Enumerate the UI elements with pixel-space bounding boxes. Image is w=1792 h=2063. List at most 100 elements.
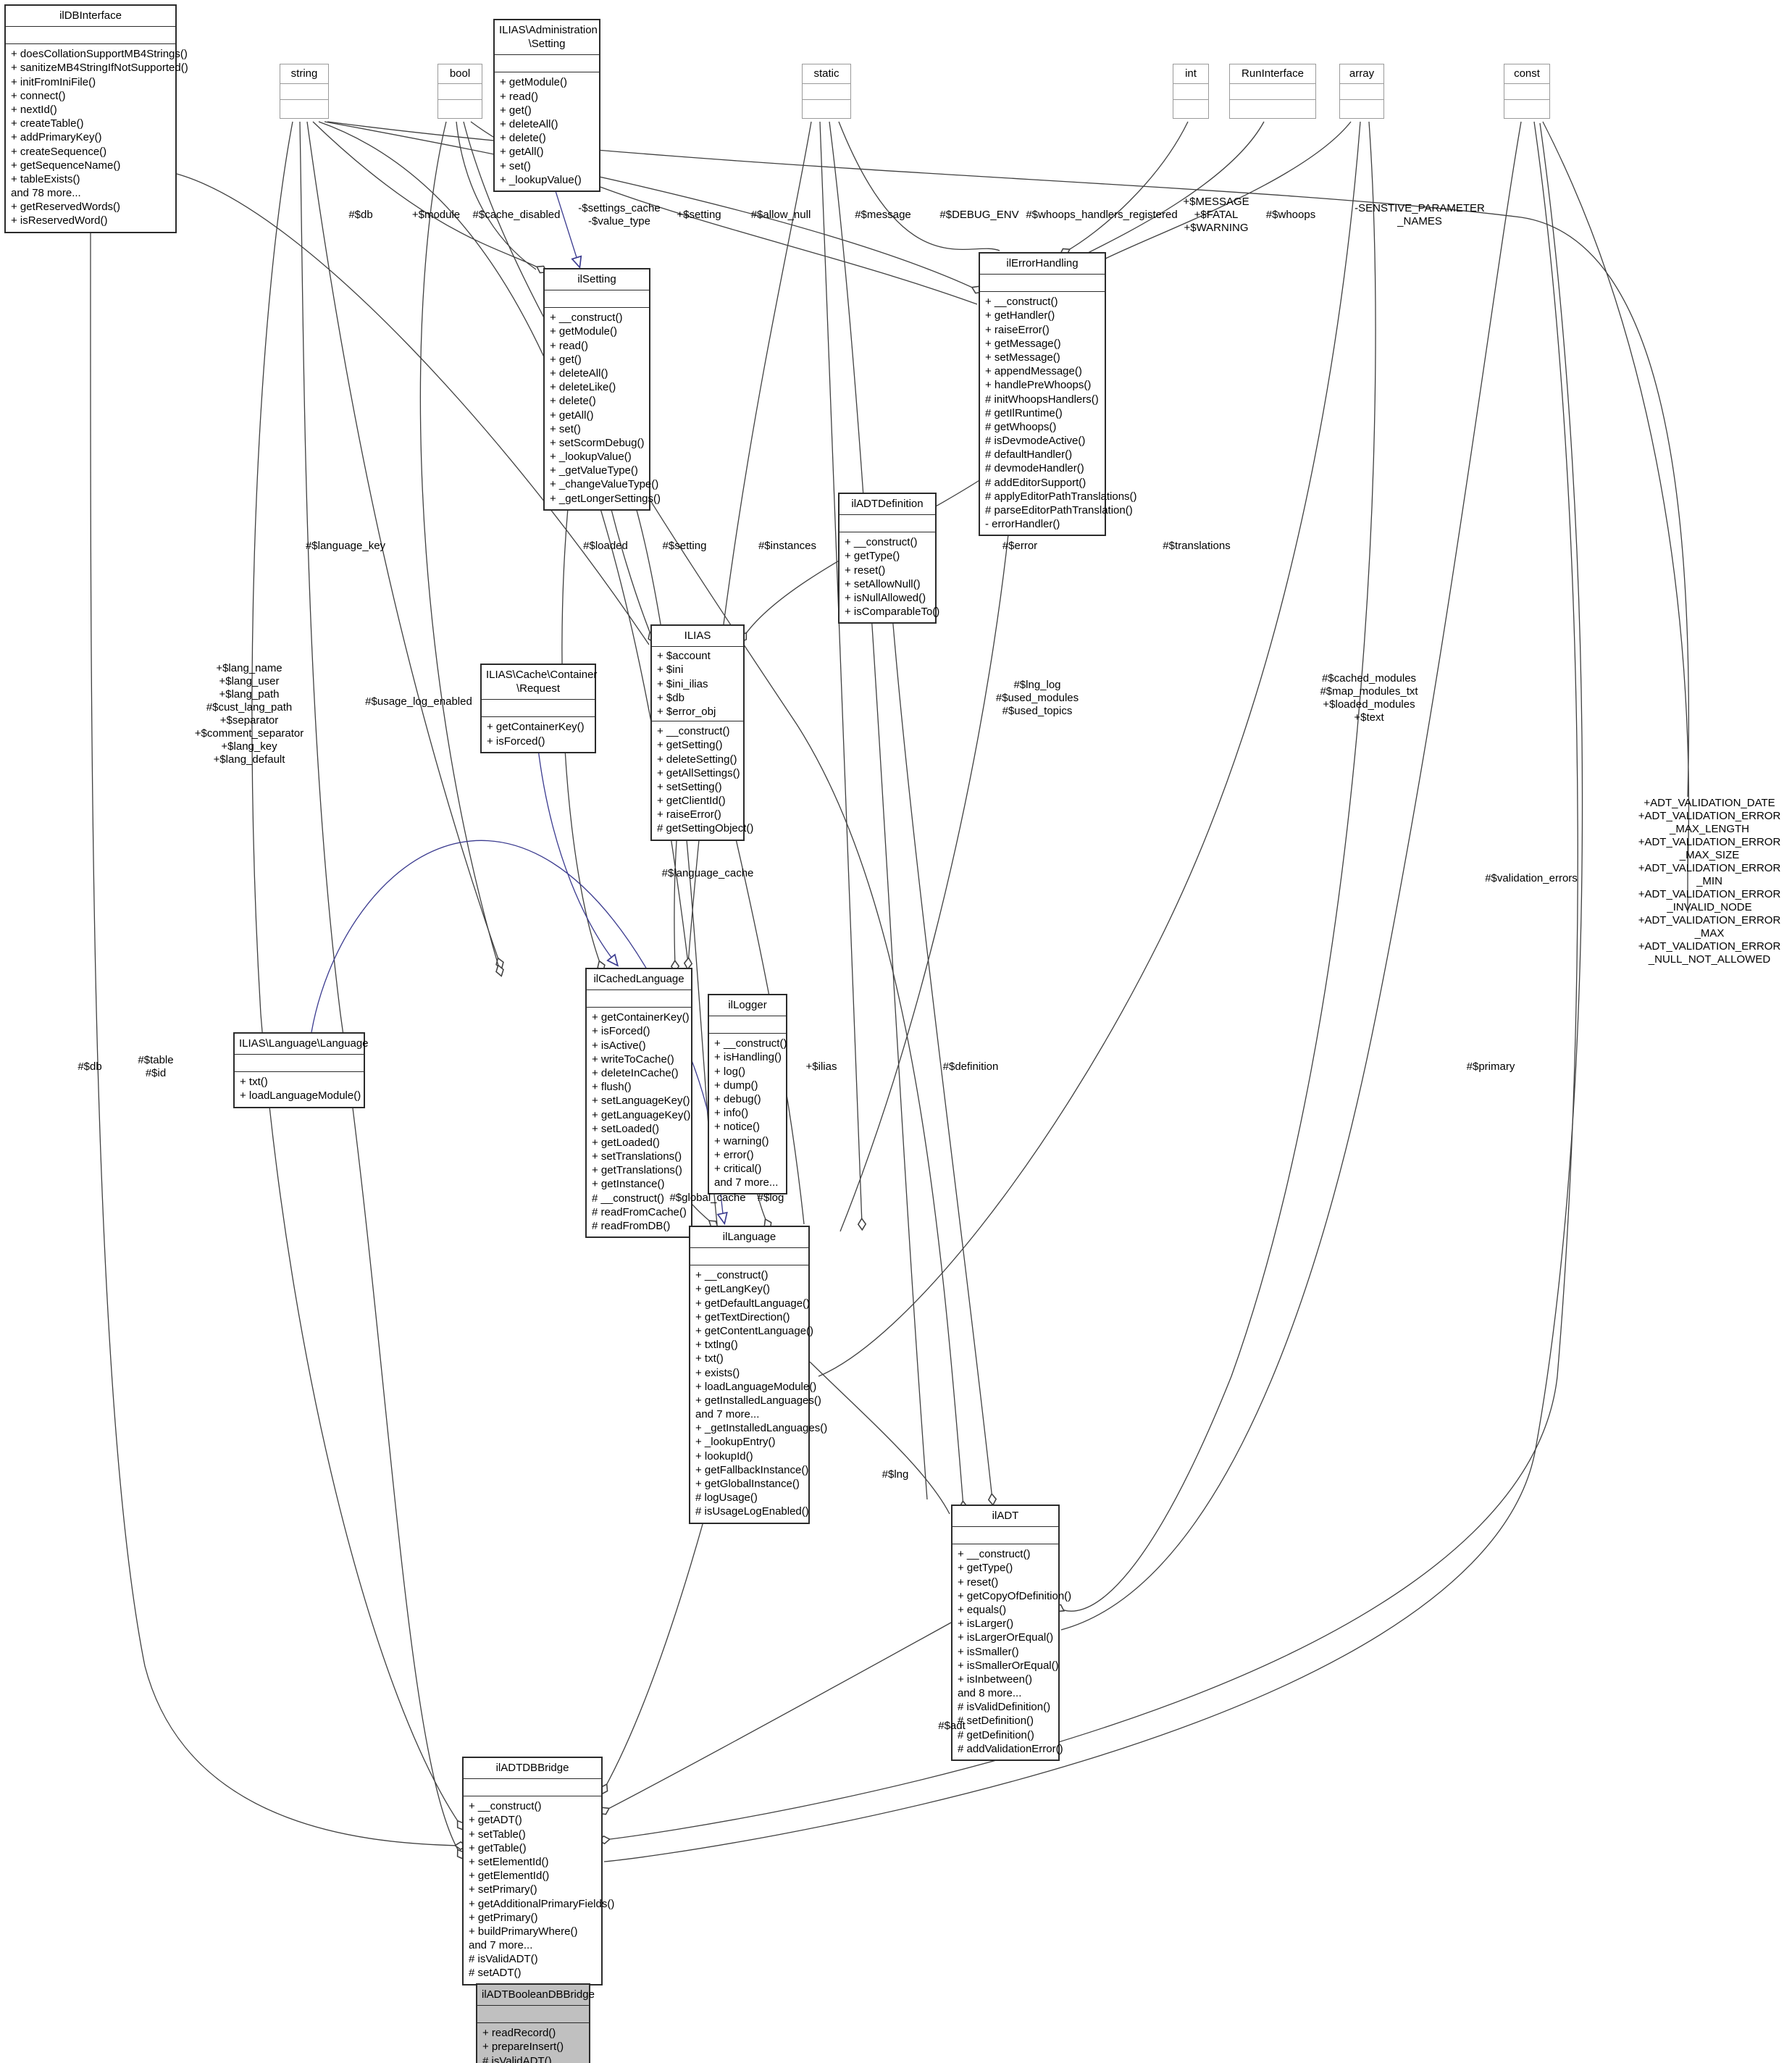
operation: + getTable() (469, 1841, 527, 1854)
operation: + getLoaded() (592, 1136, 660, 1149)
class-box-ILIAS-Administration-Setting[interactable]: ILIAS\Administration \Setting + getModul… (493, 19, 600, 192)
operation: + tableExists() (11, 172, 80, 185)
class-box-int[interactable]: int (1173, 64, 1209, 120)
class-operations: + txt() + loadLanguageModule() (235, 1072, 364, 1106)
operation: + _lookupEntry() (695, 1436, 776, 1449)
operation: # isValidDefinition() (958, 1701, 1051, 1714)
edge-label-log: #$log (757, 1192, 784, 1204)
operation: + dump() (714, 1079, 758, 1092)
operation: + getLanguageKey() (592, 1108, 691, 1121)
operation: + getADT() (469, 1814, 522, 1827)
class-title: ilLanguage (690, 1227, 808, 1249)
class-attributes (952, 1527, 1058, 1545)
class-operations (803, 100, 850, 118)
operation: # readFromDB() (592, 1220, 671, 1232)
class-attributes (1340, 84, 1383, 101)
class-box-string[interactable]: string (280, 64, 329, 120)
operation: + getAllSettings() (657, 766, 740, 779)
operation: + _lookupValue() (550, 451, 632, 464)
class-box-ilADTBooleanDBBridge[interactable]: ilADTBooleanDBBridge + readRecord() + pr… (476, 1983, 595, 2063)
operation: + txtlng() (695, 1339, 738, 1352)
class-operations: + readRecord() + prepareInsert() # isVal… (477, 2023, 589, 2063)
edge-label-error: #$error (1002, 540, 1038, 552)
operation: + txt() (695, 1352, 724, 1365)
class-attributes (690, 1248, 808, 1266)
class-box-array[interactable]: array (1339, 64, 1384, 120)
class-title: ilCachedLanguage (587, 969, 691, 991)
operation: + setScormDebug() (550, 436, 645, 449)
operation: - errorHandler() (985, 518, 1060, 531)
class-box-ilADTDBBridge[interactable]: ilADTDBBridge + __construct() + getADT()… (462, 1757, 614, 1985)
class-box-ILIAS-Language-Language[interactable]: ILIAS\Language\Language + txt() + loadLa… (233, 1032, 369, 1108)
class-title: int (1173, 64, 1208, 85)
operation: + read() (550, 339, 588, 352)
class-attributes (235, 1055, 364, 1073)
edge-label-sensitive-params: -SENSTIVE_PARAMETER _NAMES (1355, 202, 1485, 227)
operation: + critical() (714, 1162, 762, 1175)
class-attributes (545, 290, 649, 309)
class-box-ilLogger[interactable]: ilLogger + __construct() + isHandling() … (708, 994, 787, 1195)
class-box-ilErrorHandling[interactable]: ilErrorHandling + __construct() + getHan… (979, 252, 1137, 537)
class-box-ilSetting[interactable]: ilSetting + __construct() + getModule() … (543, 268, 661, 511)
operation: + txt() (240, 1076, 268, 1089)
edge-label-settings-cache: -$settings_cache -$value_type (578, 202, 661, 227)
attribute: + $ini (657, 664, 684, 677)
class-attributes (1230, 84, 1315, 101)
operation: + read() (500, 90, 538, 103)
operation: + isReservedWord() (11, 214, 108, 227)
class-box-ilDBInterface[interactable]: ilDBInterface + doesCollationSupportMB4S… (4, 4, 188, 233)
class-box-RunInterface[interactable]: RunInterface (1229, 64, 1316, 120)
operation: + reset() (845, 564, 886, 577)
operation: + writeToCache() (592, 1053, 674, 1066)
operation: + get() (500, 104, 532, 117)
class-operations (438, 100, 482, 118)
class-box-ilLanguage[interactable]: ilLanguage + __construct() + getLangKey(… (689, 1226, 827, 1524)
class-box-const[interactable]: const (1504, 64, 1550, 120)
operation: + isHandling() (714, 1051, 782, 1064)
operation: # readFromCache() (592, 1205, 687, 1218)
class-attributes (587, 990, 691, 1008)
operation: + getGlobalInstance() (695, 1478, 800, 1490)
operation: + getDefaultLanguage() (695, 1297, 811, 1310)
class-attributes (1504, 84, 1549, 101)
operation: + getModule() (550, 325, 617, 338)
class-box-static[interactable]: static (802, 64, 851, 120)
attribute: + $account (657, 650, 711, 663)
operation: + connect() (11, 89, 66, 102)
operation: + getClientId() (657, 795, 726, 808)
operation: # devmodeHandler() (985, 462, 1084, 475)
class-box-ilADTDefinition[interactable]: ilADTDefinition + __construct() + getTyp… (838, 493, 939, 624)
operation: + getHandler() (985, 309, 1055, 322)
class-attributes (840, 515, 935, 533)
operation: + __construct() (695, 1269, 769, 1282)
class-attributes (1173, 84, 1208, 101)
class-operations: + __construct() + getSetting() + deleteS… (652, 721, 753, 840)
operation: + getElementId() (469, 1870, 550, 1883)
edge-label-debug-env: #$DEBUG_ENV (939, 209, 1019, 221)
operation: + getInstalledLanguages() (695, 1394, 821, 1407)
class-box-ILIAS-Cache-Container-Request[interactable]: ILIAS\Cache\Container \Request + getCont… (480, 664, 597, 753)
class-operations (280, 100, 328, 118)
operation-more: and 78 more... (11, 187, 81, 200)
edge-label-module: +$module (411, 209, 461, 221)
class-box-bool[interactable]: bool (437, 64, 482, 120)
operation: + raiseError() (657, 808, 721, 821)
operation: + nextId() (11, 103, 57, 116)
operation: + getInstance() (592, 1178, 665, 1191)
operation: + isLarger() (958, 1618, 1014, 1631)
edge-label-cache-disabled: #$cache_disabled (472, 209, 561, 221)
operation: + __construct() (714, 1037, 787, 1050)
operation: + reset() (958, 1576, 999, 1589)
operation: + isLargerOrEqual() (958, 1631, 1054, 1644)
operation: # setADT() (469, 1967, 522, 1980)
operation: + deleteAll() (500, 117, 558, 130)
class-box-ilADT[interactable]: ilADT + __construct() + getType() + rese… (951, 1505, 1071, 1761)
operation: + _lookupValue() (500, 173, 582, 186)
operation: + getLangKey() (695, 1283, 770, 1296)
operation: + loadLanguageModule() (240, 1089, 361, 1102)
operation-more: and 7 more... (695, 1408, 760, 1421)
operation: + getType() (845, 550, 900, 563)
class-box-ILIAS[interactable]: ILIAS + $account + $ini + $ini_ilias + $… (650, 624, 753, 841)
operation: + getType() (958, 1562, 1013, 1575)
operation: # addValidationError() (958, 1742, 1063, 1755)
